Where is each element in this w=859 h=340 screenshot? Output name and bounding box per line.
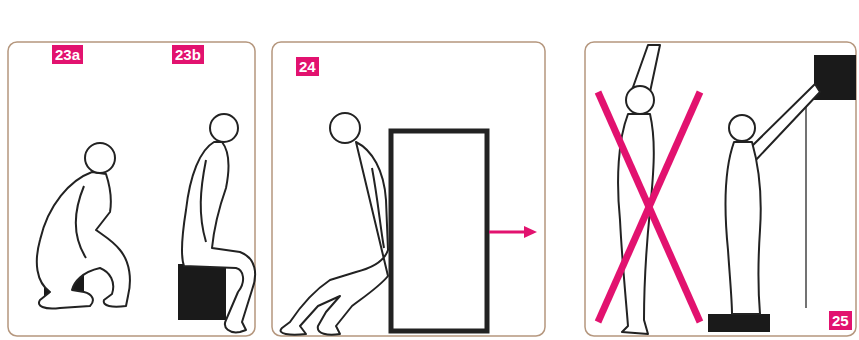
arm-line bbox=[372, 168, 384, 248]
stool bbox=[178, 264, 226, 320]
figure-number: 25 bbox=[829, 311, 852, 330]
shelf-box bbox=[814, 55, 856, 100]
head bbox=[210, 114, 238, 142]
panel-frame bbox=[8, 42, 255, 336]
reaching-arm bbox=[748, 84, 820, 162]
push-arrow bbox=[489, 231, 526, 234]
head bbox=[330, 113, 360, 143]
tall-box bbox=[391, 131, 487, 331]
cross-mark bbox=[598, 92, 700, 322]
arrow-head bbox=[524, 226, 537, 238]
panel-frame bbox=[585, 42, 856, 336]
figure-number: 24 bbox=[296, 57, 319, 76]
step-block bbox=[708, 314, 770, 332]
raised-arms bbox=[632, 45, 660, 92]
panel-frame bbox=[272, 42, 545, 336]
body-outline bbox=[281, 142, 388, 335]
pushing-figure bbox=[281, 113, 388, 335]
arm-line bbox=[201, 160, 206, 242]
cross-mark bbox=[598, 92, 700, 322]
figure-number: 23b bbox=[172, 45, 204, 64]
body-outline bbox=[37, 172, 130, 309]
body-outline bbox=[726, 142, 761, 314]
arm-line bbox=[76, 186, 86, 258]
seated-figure bbox=[182, 114, 255, 332]
head bbox=[729, 115, 755, 141]
head bbox=[85, 143, 115, 173]
squatting-figure bbox=[37, 143, 130, 309]
standing-figure bbox=[726, 84, 820, 314]
shelf-pole bbox=[805, 100, 807, 308]
head bbox=[626, 86, 654, 114]
figure-number: 23a bbox=[52, 45, 83, 64]
body-outline bbox=[182, 142, 255, 332]
